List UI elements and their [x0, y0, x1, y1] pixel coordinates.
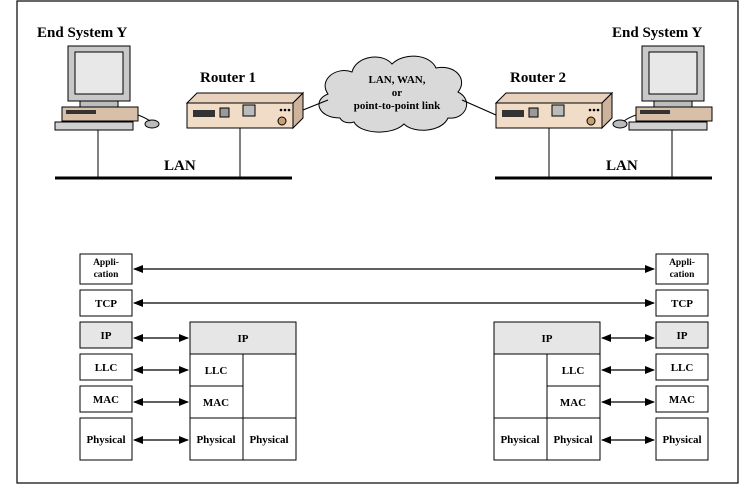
left-stack-physical: Physical	[86, 434, 125, 446]
right-end-system-label: End System Y	[612, 25, 702, 41]
router1-cloud-link	[302, 99, 329, 111]
cloud-line-1: LAN, WAN,	[369, 74, 426, 86]
cloud-line-3: point-to-point link	[354, 100, 441, 112]
router1-icon	[185, 91, 305, 130]
right-stack-llc: LLC	[671, 362, 694, 374]
left-stack-ip: IP	[101, 330, 112, 342]
right-lan-label: LAN	[606, 158, 638, 174]
left-stack-llc: LLC	[95, 362, 118, 374]
router2-cloud-link	[461, 99, 497, 116]
right-end-system-stack: Appli- cation TCP IP LLC MAC Physical	[655, 253, 709, 461]
left-stack-application-1: Appli-	[93, 258, 119, 268]
left-computer-icon	[54, 45, 160, 131]
left-stack-tcp: TCP	[95, 298, 117, 310]
cloud-line-2: or	[392, 87, 403, 99]
peer-arrows	[133, 265, 655, 444]
outer-frame	[16, 0, 739, 484]
right-stack-physical: Physical	[662, 434, 701, 446]
router2-stack-physical-b: Physical	[553, 434, 592, 446]
right-stack-ip: IP	[677, 330, 688, 342]
router2-stack-physical-a: Physical	[500, 434, 539, 446]
right-computer-icon	[612, 45, 713, 131]
right-stack-application-1: Appli-	[669, 258, 695, 268]
router1-stack-physical-a: Physical	[196, 434, 235, 446]
router1-stack: IP LLC MAC Physical Physical	[189, 321, 297, 461]
router1-stack-physical-b: Physical	[249, 434, 288, 446]
router2-icon	[494, 91, 614, 130]
router2-stack-ip: IP	[542, 333, 553, 345]
router1-stack-mac: MAC	[203, 397, 229, 409]
right-stack-tcp: TCP	[671, 298, 693, 310]
router1-stack-ip: IP	[238, 333, 249, 345]
left-end-system-label: End System Y	[37, 25, 127, 41]
router2-stack-mac: MAC	[560, 397, 586, 409]
left-lan-label: LAN	[164, 158, 196, 174]
router2-stack-llc: LLC	[562, 365, 585, 377]
router1-stack-llc: LLC	[205, 365, 228, 377]
router2-label: Router 2	[510, 70, 566, 86]
left-stack-application-2: cation	[94, 270, 120, 280]
left-end-system-stack: Appli- cation TCP IP LLC MAC Physical	[79, 253, 133, 461]
left-stack-mac: MAC	[93, 394, 119, 406]
right-stack-mac: MAC	[669, 394, 695, 406]
network-cloud-icon: LAN, WAN, or point-to-point link	[318, 55, 468, 133]
right-stack-application-2: cation	[670, 270, 696, 280]
router2-stack: IP Physical LLC MAC Physical	[493, 321, 601, 461]
router1-label: Router 1	[200, 70, 256, 86]
